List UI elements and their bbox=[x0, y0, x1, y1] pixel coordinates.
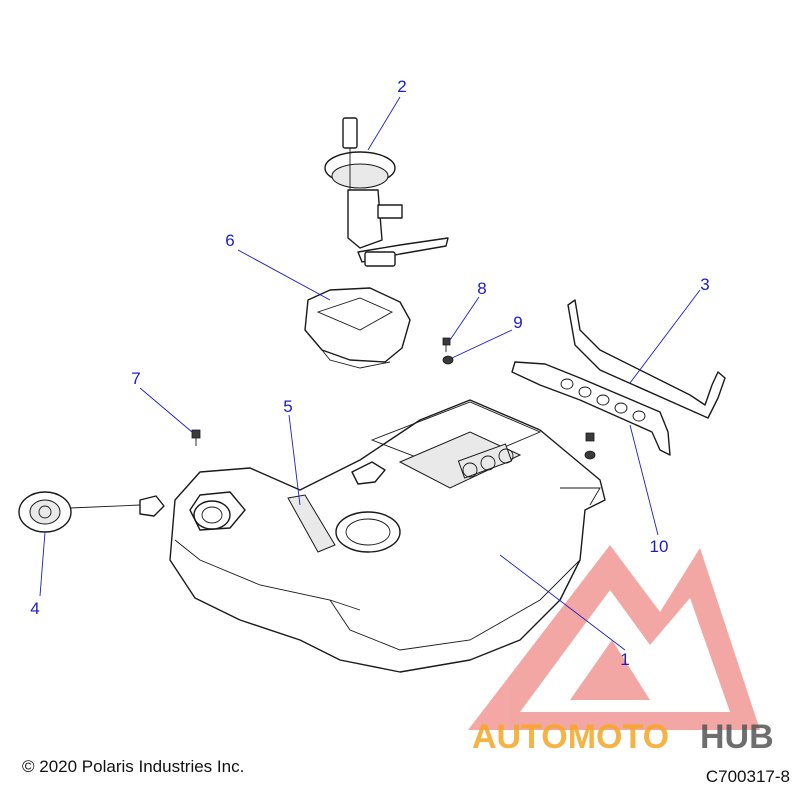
callout-8: 8 bbox=[477, 279, 486, 298]
fastener-8 bbox=[442, 337, 451, 352]
fuel-pump bbox=[324, 117, 449, 267]
callout-9: 9 bbox=[513, 313, 522, 332]
callout-6: 6 bbox=[225, 231, 234, 250]
tank-bracket bbox=[567, 299, 726, 419]
watermark-wordmark: AUTOMOTO HUB bbox=[472, 718, 774, 756]
tank-strap bbox=[511, 361, 671, 456]
callout-1: 1 bbox=[620, 650, 629, 669]
watermark-logo bbox=[468, 545, 760, 730]
callout-3: 3 bbox=[700, 275, 709, 294]
callout-7: 7 bbox=[131, 369, 140, 388]
callout-4: 4 bbox=[30, 599, 39, 618]
fastener-9 bbox=[442, 355, 454, 365]
fuel-tank bbox=[169, 399, 606, 673]
callouts: 1 2 3 4 5 6 7 8 9 10 bbox=[30, 77, 709, 669]
callout-2: 2 bbox=[397, 77, 406, 96]
copyright-notice: © 2020 Polaris Industries Inc. bbox=[22, 757, 245, 776]
fastener-strap bbox=[584, 432, 596, 460]
watermark-word-part1: AUTOMOTO bbox=[472, 718, 669, 756]
callout-5: 5 bbox=[283, 397, 292, 416]
watermark-word-part2: HUB bbox=[700, 718, 774, 756]
pump-cover bbox=[304, 287, 411, 369]
drawing-number: C700317-8 bbox=[705, 767, 790, 786]
leader-lines bbox=[39, 96, 701, 651]
fuel-cap bbox=[18, 491, 165, 533]
callout-10: 10 bbox=[650, 537, 669, 556]
fastener-7 bbox=[191, 429, 201, 446]
